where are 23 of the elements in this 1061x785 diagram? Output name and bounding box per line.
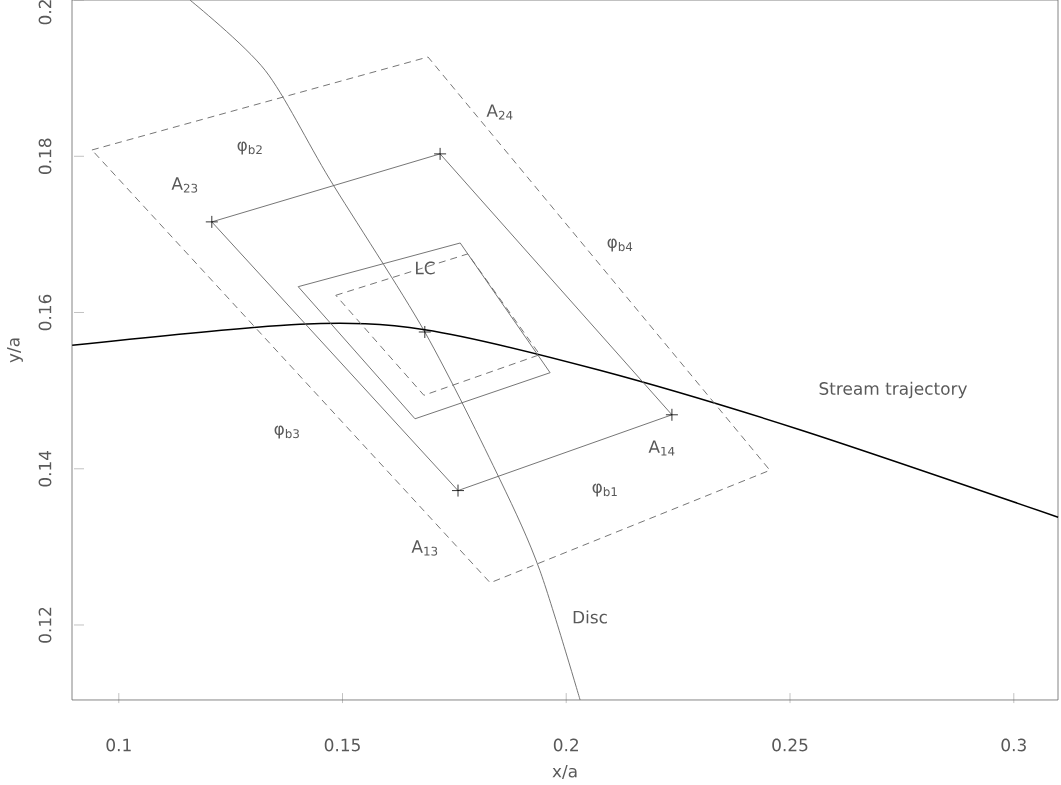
tick-label: 0.25	[772, 738, 808, 752]
region-label: φ$_{b2}$	[237, 141, 262, 155]
tick-label: 0.16	[38, 294, 52, 331]
region-label: A$_{14}$	[648, 440, 675, 456]
tick-label: 0.18	[38, 138, 52, 175]
tick-label: 0.12	[38, 607, 52, 643]
region-label: A$_{13}$	[411, 540, 438, 556]
tick-label: 0.1	[106, 738, 131, 752]
tick-label: 0.3	[1001, 738, 1026, 752]
region-label: φ$_{b3}$	[274, 425, 299, 439]
axis-label: x/a	[552, 765, 577, 779]
curve-label: Disc	[573, 610, 607, 624]
tick-label: 0.15	[324, 738, 360, 752]
region-label: A$_{23}$	[171, 177, 198, 193]
region-label: LC	[416, 261, 435, 275]
region-label: φ$_{b4}$	[607, 238, 633, 252]
region-label: A$_{24}$	[486, 104, 513, 120]
tick-label: 0.2	[38, 0, 52, 25]
region-label: φ$_{b1}$	[592, 483, 617, 497]
tick-label: 0.2	[553, 738, 578, 752]
tick-label: 0.14	[38, 450, 52, 487]
axis-label: y/a	[7, 338, 23, 363]
curve-label: Stream trajectory	[819, 381, 967, 399]
